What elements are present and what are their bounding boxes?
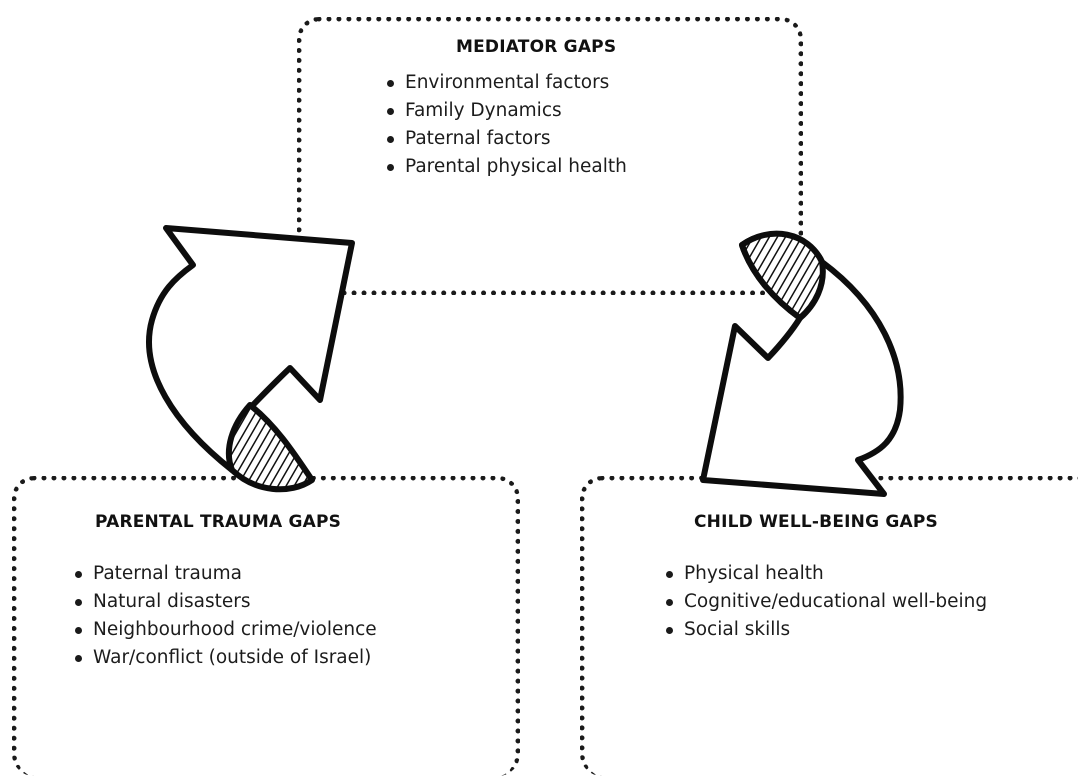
- curved-arrow-down-left-icon: [700, 230, 904, 497]
- list-item: Family Dynamics: [387, 97, 627, 125]
- list-item: War/conflict (outside of Israel): [75, 644, 377, 672]
- list-item: Cognitive/educational well-being: [665, 588, 987, 616]
- list-item: Environmental factors: [387, 69, 627, 97]
- list-item: Social skills: [665, 616, 987, 644]
- child-well-being-gaps-list: Physical health Cognitive/educational we…: [662, 560, 987, 644]
- list-item: Parental physical health: [387, 153, 627, 181]
- curved-arrow-up-right-icon: [146, 225, 355, 493]
- list-item: Paternal trauma: [75, 560, 377, 588]
- parental-trauma-gaps-list: Paternal trauma Natural disasters Neighb…: [71, 560, 377, 672]
- arrows-layer: [146, 225, 904, 497]
- mediator-gaps-title: MEDIATOR GAPS: [456, 37, 617, 57]
- list-item: Physical health: [665, 560, 987, 588]
- mediator-gaps-list: Environmental factors Family Dynamics Pa…: [383, 69, 627, 181]
- mediator-box: [297, 17, 803, 295]
- child-well-being-gaps-title: CHILD WELL-BEING GAPS: [694, 512, 938, 532]
- list-item: Neighbourhood crime/violence: [75, 616, 377, 644]
- list-item: Paternal factors: [387, 125, 627, 153]
- list-item: Natural disasters: [75, 588, 377, 616]
- parental-trauma-gaps-title: PARENTAL TRAUMA GAPS: [95, 512, 342, 532]
